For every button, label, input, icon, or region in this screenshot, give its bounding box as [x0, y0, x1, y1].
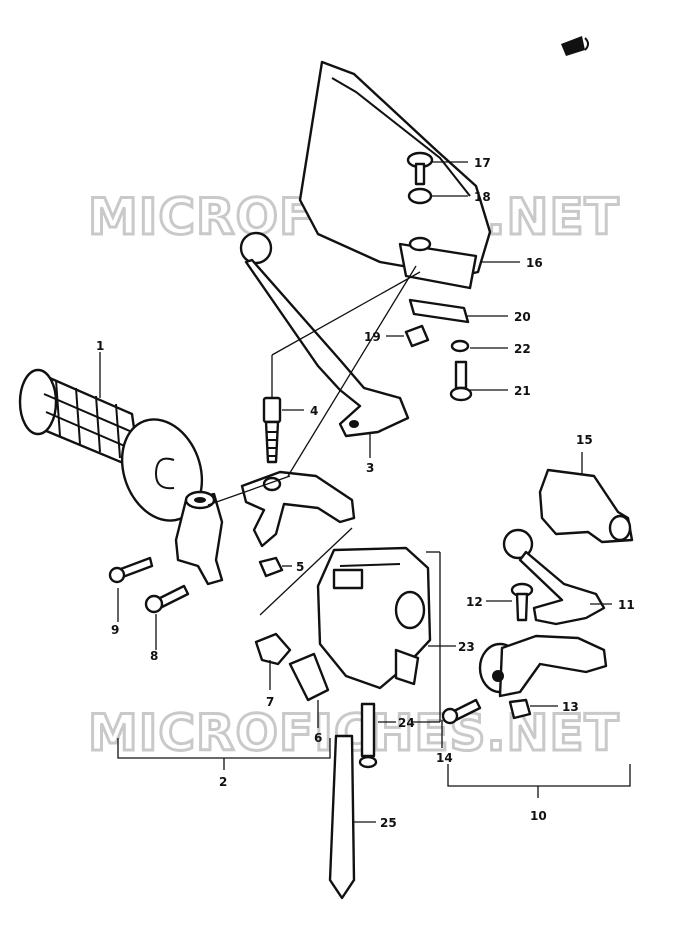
label-12: 12	[466, 595, 483, 609]
part-screw-14	[441, 698, 482, 725]
part-bolt-12	[510, 582, 534, 622]
label-1: 1	[96, 339, 104, 353]
label-13: 13	[562, 700, 579, 714]
part-washer-18	[407, 187, 433, 205]
label-6: 6	[314, 731, 322, 745]
part-washer-22	[450, 339, 470, 353]
part-hand-guard	[298, 60, 492, 290]
watermark-bottom: MICROFICHES.NET	[88, 704, 620, 762]
label-10: 10	[530, 809, 547, 823]
part-spacer	[408, 236, 432, 252]
label-11: 11	[618, 598, 635, 612]
part-nut-5	[258, 556, 284, 578]
part-plate-20	[408, 298, 470, 324]
part-clutch-lever	[239, 231, 410, 438]
label-25: 25	[380, 816, 397, 830]
label-19: 19	[364, 330, 381, 344]
part-screw-9	[108, 556, 154, 584]
label-16: 16	[526, 256, 543, 270]
label-18: 18	[474, 190, 491, 204]
part-cover-15	[538, 468, 634, 544]
label-5: 5	[296, 560, 304, 574]
label-3: 3	[366, 461, 374, 475]
part-clip-7	[254, 632, 292, 666]
label-2: 2	[219, 775, 227, 789]
part-nut-13	[508, 698, 532, 720]
label-14: 14	[436, 751, 453, 765]
part-switch-assembly	[316, 546, 432, 690]
label-21: 21	[514, 384, 531, 398]
part-bolt-21	[449, 360, 473, 402]
part-band-25	[328, 734, 356, 900]
label-8: 8	[150, 649, 158, 663]
part-grip	[18, 368, 204, 522]
part-screw-8	[144, 584, 190, 614]
front-arrow-icon	[561, 36, 589, 56]
leader-lines	[99, 161, 631, 823]
part-bolt-17	[406, 151, 434, 186]
label-23: 23	[458, 640, 475, 654]
label-22: 22	[514, 342, 531, 356]
part-bolt-6	[288, 652, 330, 702]
label-7: 7	[266, 695, 274, 709]
label-17: 17	[474, 156, 491, 170]
part-nut-19	[404, 324, 430, 348]
part-lever-perch	[240, 470, 356, 548]
part-brake-perch	[478, 634, 608, 698]
label-4: 4	[310, 404, 318, 418]
part-bolt-4	[262, 396, 282, 464]
part-screw-24	[358, 702, 378, 769]
label-15: 15	[576, 433, 593, 447]
label-9: 9	[111, 623, 119, 637]
part-front-brake-lever	[502, 528, 606, 626]
label-24: 24	[398, 716, 415, 730]
label-20: 20	[514, 310, 531, 324]
part-grip-clamp	[174, 490, 224, 586]
